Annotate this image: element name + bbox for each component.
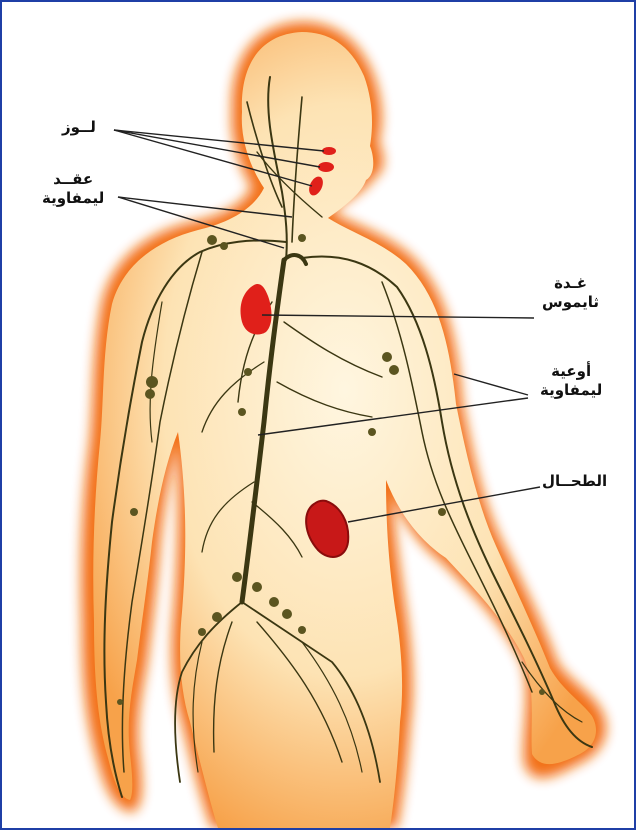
label-spleen-text: الطحــال [542,472,607,491]
label-spleen: الطحــال [542,472,607,491]
label-lymph-nodes: عقــد ليمفاوية [42,170,104,208]
label-lymph-vessels: أوعية ليمفاوية [540,362,602,400]
label-thymus: غـدة ثايموس [542,274,599,312]
label-tonsils: لــوز [62,118,96,137]
label-thymus-line2: ثايموس [542,293,599,312]
label-lymph-vessels-line2: ليمفاوية [540,381,602,400]
label-lymph-nodes-line2: ليمفاوية [42,189,104,208]
label-tonsils-text: لــوز [62,118,96,137]
label-thymus-line1: غـدة [542,274,599,293]
label-lymph-vessels-line1: أوعية [540,362,602,381]
label-lymph-nodes-line1: عقــد [42,170,104,189]
